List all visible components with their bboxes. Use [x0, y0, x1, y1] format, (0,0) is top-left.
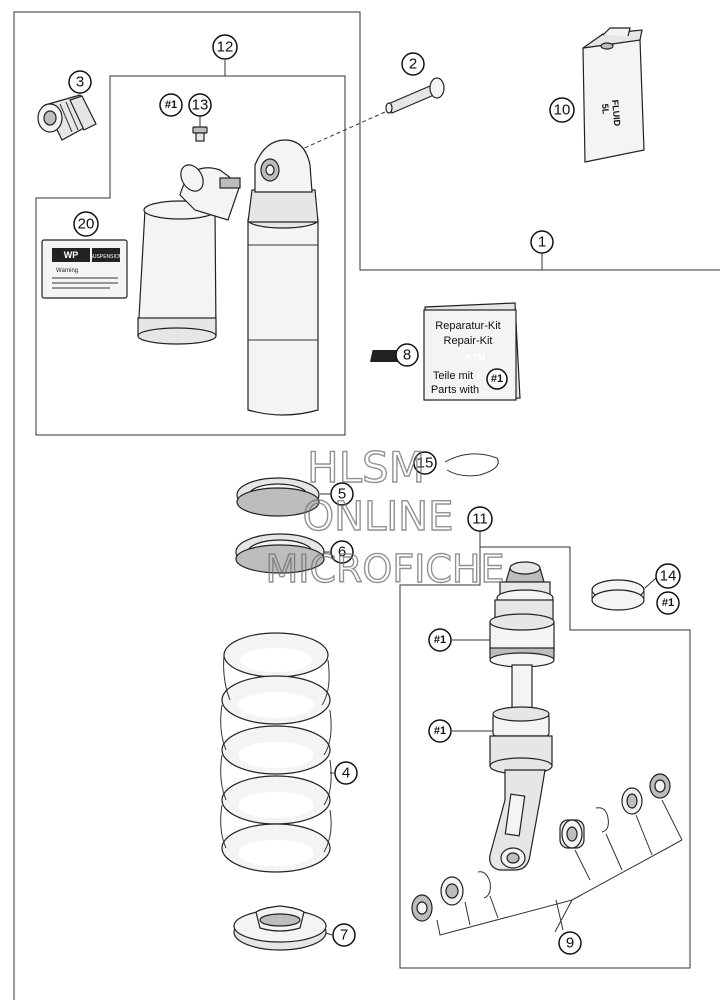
- repair-kit-logo: KTM: [465, 352, 485, 362]
- circlip-part: [444, 453, 499, 477]
- callout-20: 20: [73, 211, 99, 237]
- hash-marker-kit: #1: [486, 368, 508, 390]
- callout-13: 13: [188, 93, 212, 117]
- svg-text:10: 10: [554, 102, 571, 119]
- callout-6: 6: [330, 540, 354, 564]
- svg-text:4: 4: [342, 765, 350, 782]
- svg-text:3: 3: [76, 74, 84, 91]
- hash-marker-top: #1: [159, 93, 183, 117]
- svg-text:#1: #1: [434, 634, 446, 646]
- svg-text:11: 11: [472, 511, 488, 528]
- warning-label-text: Warning: [56, 268, 78, 274]
- callout-10: 10: [549, 97, 575, 123]
- hash-marker-body-lower: #1: [428, 719, 452, 743]
- callout-3: 3: [68, 70, 92, 94]
- svg-text:5: 5: [338, 486, 346, 503]
- repair-kit-line-2: Repair-Kit: [444, 335, 493, 347]
- fluid-can-label-1: FLUID: [610, 99, 622, 127]
- pin-part: [385, 77, 445, 114]
- svg-text:13: 13: [192, 97, 209, 114]
- watermark-line-2: ONLINE: [303, 494, 454, 540]
- callout-8: 8: [395, 343, 419, 367]
- svg-text:14: 14: [660, 568, 677, 585]
- watermark: HLSM ONLINE MICROFICHE: [265, 442, 505, 591]
- bearing-set-part: [411, 773, 683, 936]
- svg-text:8: 8: [403, 347, 411, 364]
- svg-text:2: 2: [409, 56, 417, 73]
- callout-12: 12: [212, 34, 238, 60]
- svg-text:12: 12: [217, 39, 234, 56]
- callout-4: 4: [334, 761, 358, 785]
- callout-11: 11: [467, 506, 493, 532]
- svg-text:#1: #1: [434, 725, 446, 737]
- assembly-11-frame: [399, 546, 691, 969]
- assembly-12-frame: [35, 75, 346, 436]
- bushing-part: [591, 579, 645, 611]
- watermark-line-1: HLSM: [307, 443, 425, 492]
- spring-seat-part: [233, 905, 327, 951]
- svg-text:1: 1: [538, 234, 546, 251]
- assembly-1-frame: [13, 11, 720, 1000]
- watermark-line-3: MICROFICHE: [265, 547, 504, 591]
- spring-part: [220, 632, 332, 873]
- repair-kit-line-4: Parts with: [431, 384, 479, 396]
- svg-text:7: 7: [340, 927, 348, 944]
- warning-label-brand: WP: [64, 250, 79, 260]
- svg-text:15: 15: [417, 455, 434, 472]
- callout-9: 9: [558, 931, 582, 955]
- callout-7: 7: [332, 923, 356, 947]
- adjuster-part: [37, 94, 97, 141]
- svg-text:6: 6: [338, 544, 346, 561]
- adjusting-ring-part: [236, 477, 320, 517]
- callout-1: 1: [530, 230, 554, 254]
- shock-body-part: [137, 139, 319, 416]
- svg-text:9: 9: [566, 935, 574, 952]
- hash-marker-right: #1: [656, 591, 680, 615]
- damper-rod-part: [489, 561, 555, 871]
- lock-ring-part: [235, 533, 325, 574]
- svg-text:#1: #1: [165, 99, 177, 111]
- pin-leader: [299, 111, 386, 151]
- leader-14: [644, 577, 657, 589]
- leader-7: [325, 932, 333, 936]
- fluid-can-label-2: 5L: [600, 103, 611, 115]
- fluid-can-part: FLUID 5L: [582, 27, 645, 163]
- leader-9: [555, 899, 564, 931]
- svg-text:#1: #1: [491, 373, 503, 385]
- callout-15: 15: [413, 451, 437, 475]
- repair-kit-line-3: Teile mit: [433, 370, 473, 382]
- svg-text:20: 20: [78, 216, 95, 233]
- repair-kit-line-1: Reparatur-Kit: [435, 320, 500, 332]
- callout-2: 2: [401, 52, 425, 76]
- hash-marker-body-upper: #1: [428, 628, 452, 652]
- callout-14: 14: [655, 563, 681, 589]
- warning-label-sub: SUSPENSION: [90, 254, 123, 260]
- callout-5: 5: [330, 482, 354, 506]
- warning-label-part: WP SUSPENSION Warning: [41, 239, 128, 299]
- bleed-screw-part: [192, 126, 208, 142]
- svg-text:#1: #1: [662, 597, 674, 609]
